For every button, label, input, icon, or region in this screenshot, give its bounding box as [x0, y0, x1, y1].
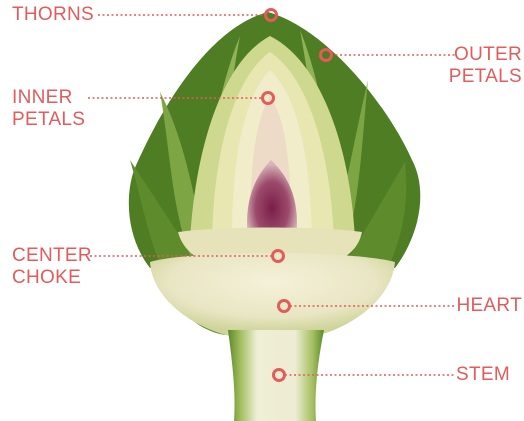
stem-label: STEM [456, 364, 510, 386]
heart-shape [150, 253, 395, 336]
thorns-label: THORNS [12, 4, 94, 26]
inner-petals-label: INNER PETALS [12, 87, 85, 131]
outer-petals-label: OUTER PETALS [449, 44, 522, 88]
heart-label: HEART [456, 295, 522, 317]
center-choke-label: CENTER CHOKE [12, 245, 92, 289]
stem-shape [228, 330, 324, 421]
